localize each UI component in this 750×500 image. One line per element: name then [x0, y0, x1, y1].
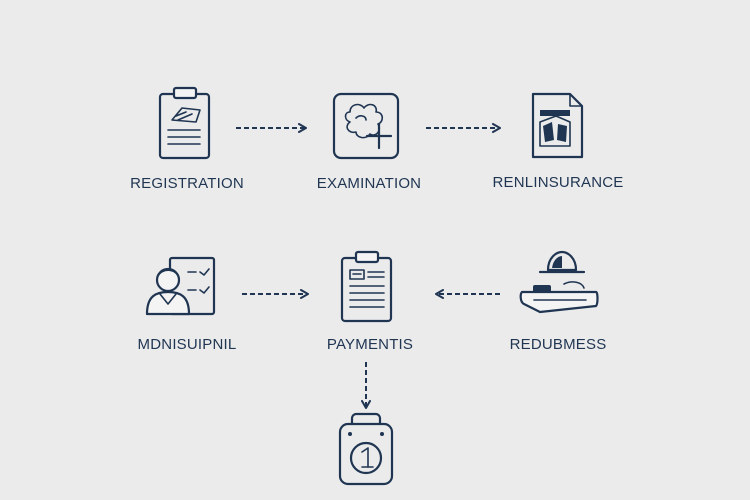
registration-label: REGISTRATION — [130, 175, 244, 192]
timer-camera-icon — [338, 412, 394, 486]
examination-icon — [332, 92, 400, 160]
insurance-label: RENLINSURANCE — [492, 174, 624, 191]
payments-clipboard-icon — [340, 250, 393, 323]
payments-label: PAYMENTIS — [326, 336, 414, 353]
insurance-document-icon — [531, 92, 584, 159]
redubmess-label: REDUBMESS — [509, 336, 607, 353]
desk-lamp-icon — [519, 250, 599, 314]
medical-label: MDNISUIPNIL — [137, 336, 237, 353]
person-checklist-icon — [145, 256, 216, 316]
examination-label: EXAMINATION — [316, 175, 422, 192]
clipboard-icon — [158, 86, 211, 160]
